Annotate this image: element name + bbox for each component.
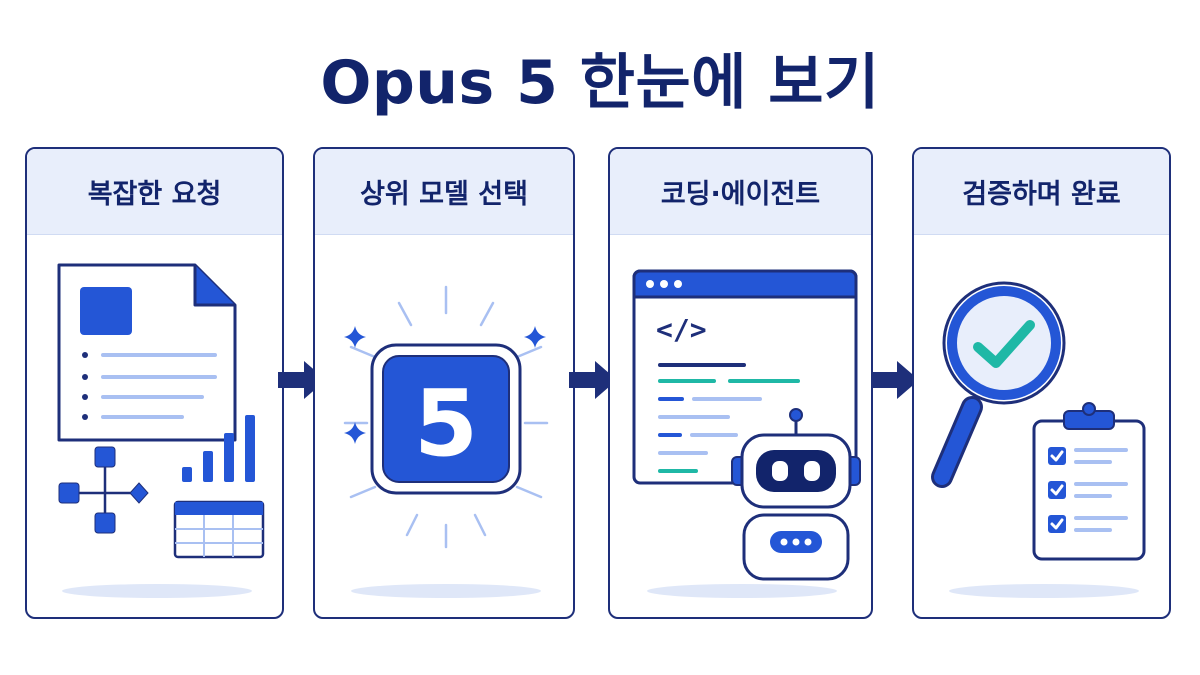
arrow-right-icon	[871, 361, 919, 399]
page-title: Opus 5 한눈에 보기	[320, 48, 880, 118]
model-number: 5	[414, 370, 478, 477]
step-card-coding-agent: 코딩·에이전트 </>	[608, 147, 873, 619]
step-card-header: 상위 모델 선택	[315, 149, 573, 235]
step-card-top-model: 상위 모델 선택 5	[313, 147, 575, 619]
step-card-header: 복잡한 요청	[27, 149, 282, 235]
model-5-badge-icon: 5	[343, 285, 549, 598]
step-card-header: 검증하며 완료	[914, 149, 1169, 235]
step-label: 복잡한 요청	[87, 179, 222, 210]
code-window-robot-icon: </>	[632, 269, 861, 598]
step-card-header: 코딩·에이전트	[610, 149, 871, 235]
arrow-right-icon	[569, 361, 617, 399]
step-label: 검증하며 완료	[962, 179, 1121, 210]
step-label: 코딩·에이전트	[660, 179, 821, 210]
code-tag: </>	[656, 313, 707, 346]
document-with-chart-icon	[57, 263, 265, 598]
step-card-verify-complete: 검증하며 완료	[912, 147, 1171, 619]
magnifier-checklist-icon	[931, 281, 1146, 598]
step-card-complex-request: 복잡한 요청	[25, 147, 284, 619]
step-label: 상위 모델 선택	[360, 179, 528, 210]
